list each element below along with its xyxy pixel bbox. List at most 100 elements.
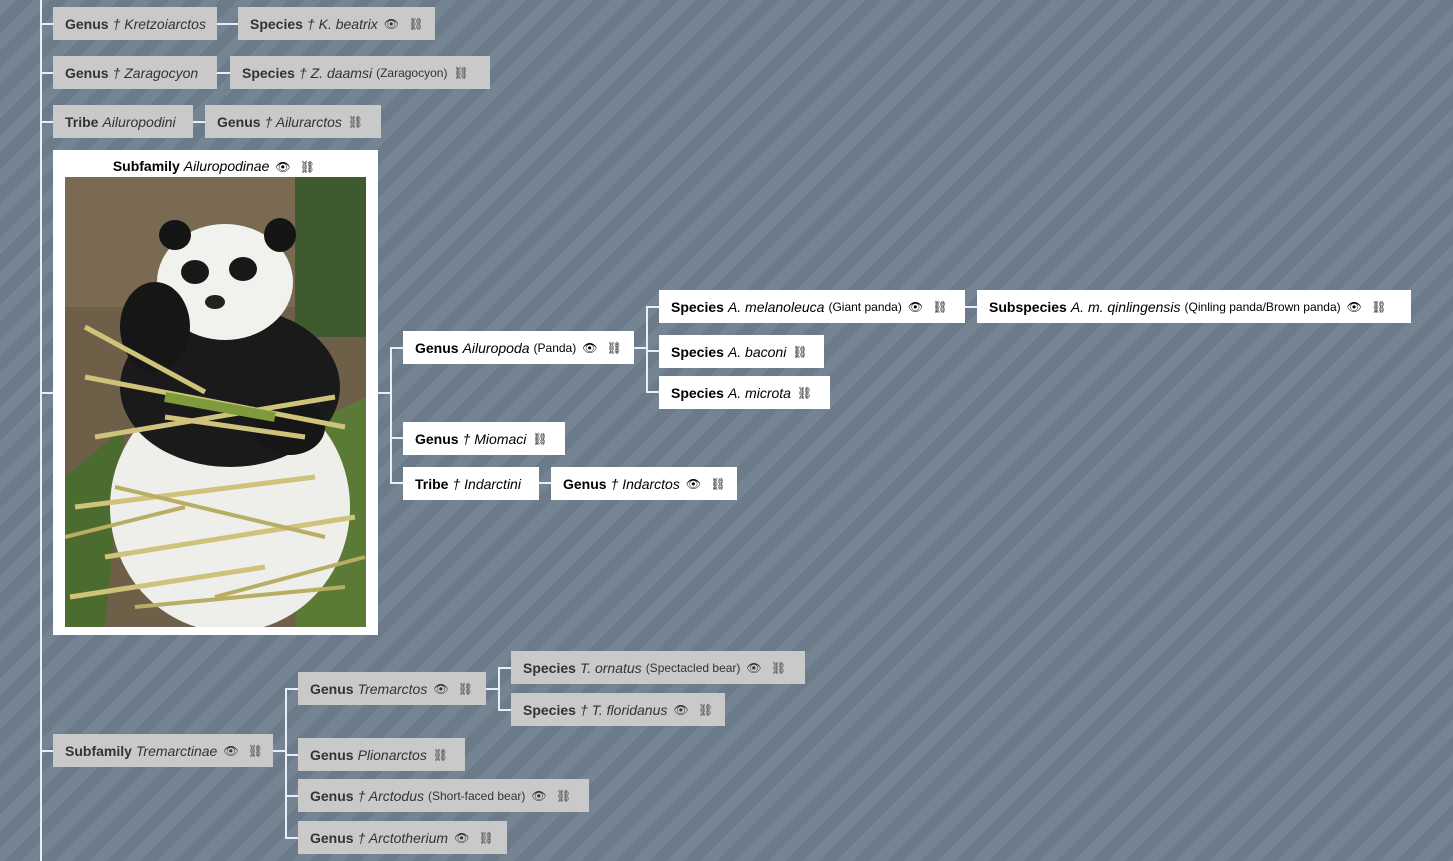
node-genus-plionarctos[interactable]: Genus Plionarctos ⛓ [298, 738, 465, 771]
view-link-icon[interactable]: 👁 ⛓ [1346, 299, 1390, 314]
branch-line [646, 306, 659, 308]
rank-label: Subspecies [989, 298, 1067, 315]
link-icon[interactable]: ⛓ [796, 385, 816, 400]
view-link-icon[interactable]: 👁 ⛓ [223, 743, 267, 758]
rank-label: Species [242, 64, 295, 81]
rank-label: Species [671, 384, 724, 401]
rank-label: Genus [310, 787, 354, 804]
view-link-icon[interactable]: 👁 ⛓ [454, 830, 497, 845]
giant-panda-photo [65, 177, 366, 627]
rank-label: Tribe [415, 475, 449, 492]
taxon-name: † Zaragocyon [112, 64, 199, 81]
taxon-name: † K. beatrix [306, 15, 378, 32]
link-icon[interactable]: ⛓ [792, 344, 811, 359]
node-subfamily-tremarctinae[interactable]: Subfamily Tremarctinae 👁 ⛓ [53, 734, 273, 767]
view-link-icon[interactable]: 👁 ⛓ [275, 160, 319, 174]
node-species-t-floridanus[interactable]: Species † T. floridanus 👁 ⛓ [511, 693, 725, 726]
taxon-name: A. melanoleuca [727, 298, 825, 315]
branch-line [539, 482, 551, 484]
branch-line [285, 837, 298, 839]
node-subspecies-a-m-qinlingensis[interactable]: Subspecies A. m. qinlingensis (Qinling p… [977, 290, 1411, 323]
rank-label: Genus [415, 339, 459, 356]
node-species-a-microta[interactable]: Species A. microta ⛓ [659, 376, 830, 409]
rank-label: Species [523, 659, 576, 676]
taxon-name: † Ailurarctos [264, 113, 342, 130]
link-icon[interactable]: ⛓ [432, 747, 452, 762]
common-name: (Spectacled bear) [645, 660, 741, 675]
node-species-a-melanoleuca[interactable]: Species A. melanoleuca (Giant panda) 👁 ⛓ [659, 290, 965, 323]
branch-line [378, 392, 390, 394]
node-genus-zaragocyon[interactable]: Genus † Zaragocyon [53, 56, 217, 89]
node-species-a-baconi[interactable]: Species A. baconi ⛓ [659, 335, 824, 368]
branch-line [390, 437, 403, 439]
branch-line [390, 482, 403, 484]
branch-line [217, 72, 230, 74]
taxon-name: † Indarctini [452, 475, 521, 492]
taxon-name: A. baconi [727, 343, 787, 360]
taxon-name: Plionarctos [357, 746, 427, 763]
node-genus-ailuropoda[interactable]: Genus Ailuropoda (Panda) 👁 ⛓ [403, 331, 634, 364]
link-icon[interactable]: ⛓ [347, 114, 367, 129]
branch-line [965, 306, 977, 308]
node-genus-miomaci[interactable]: Genus † Miomaci ⛓ [403, 422, 565, 455]
branch-line [646, 350, 659, 352]
node-tribe-ailuropodini[interactable]: Tribe Ailuropodini [53, 105, 193, 138]
node-genus-ailurarctos[interactable]: Genus † Ailurarctos ⛓ [205, 105, 381, 138]
node-species-z-daamsi[interactable]: Species † Z. daamsi (Zaragocyon) ⛓ [230, 56, 490, 89]
rank-label: Genus [310, 746, 354, 763]
branch-line [498, 667, 500, 710]
view-link-icon[interactable]: 👁 ⛓ [433, 681, 477, 696]
branch-line [40, 23, 53, 25]
branch-line [390, 347, 392, 484]
rank-label: Species [671, 298, 724, 315]
taxon-name: Ailuropodini [102, 113, 176, 130]
view-link-icon[interactable]: 👁 ⛓ [907, 299, 951, 314]
branch-line [634, 347, 646, 349]
view-link-icon[interactable]: 👁 ⛓ [531, 788, 575, 803]
rank-label: Genus [415, 430, 459, 447]
common-name: (Qinling panda/Brown panda) [1184, 299, 1341, 314]
branch-line [498, 667, 511, 669]
rank-label: Subfamily [65, 742, 132, 759]
common-name: (Zaragocyon) [376, 65, 448, 80]
node-genus-kretzoiarctos[interactable]: Genus † Kretzoiarctos [53, 7, 217, 40]
link-icon[interactable]: ⛓ [532, 431, 551, 446]
link-icon[interactable]: ⛓ [453, 65, 472, 80]
node-species-t-ornatus[interactable]: Species T. ornatus (Spectacled bear) 👁 ⛓ [511, 651, 805, 684]
rank-label: Genus [310, 680, 354, 697]
view-link-icon[interactable]: 👁 ⛓ [673, 702, 717, 717]
rank-label: Genus [310, 829, 354, 846]
rank-label: Genus [65, 15, 109, 32]
taxon-name: † Miomaci [462, 430, 527, 447]
branch-line [285, 795, 298, 797]
taxon-name: † Indarctos [610, 475, 680, 492]
node-genus-tremarctos[interactable]: Genus Tremarctos 👁 ⛓ [298, 672, 486, 705]
node-genus-indarctos[interactable]: Genus † Indarctos 👁 ⛓ [551, 467, 737, 500]
branch-line [217, 23, 238, 25]
rank-label: Species [671, 343, 724, 360]
node-species-k-beatrix[interactable]: Species † K. beatrix 👁 ⛓ [238, 7, 435, 40]
view-link-icon[interactable]: 👁 ⛓ [746, 660, 790, 675]
view-link-icon[interactable]: 👁 ⛓ [582, 340, 626, 355]
taxon-name: A. m. qinlingensis [1070, 298, 1181, 315]
taxon-name: Ailuropoda [462, 339, 530, 356]
view-link-icon[interactable]: 👁 ⛓ [383, 16, 427, 31]
taxon-name: Tremarctinae [135, 742, 218, 759]
branch-line [273, 750, 285, 752]
branch-line [486, 688, 498, 690]
node-tribe-indarctini[interactable]: Tribe † Indarctini [403, 467, 539, 500]
branch-line [285, 688, 287, 838]
view-link-icon[interactable]: 👁 ⛓ [685, 476, 729, 491]
branch-line [646, 391, 659, 393]
node-genus-arctodus[interactable]: Genus † Arctodus (Short-faced bear) 👁 ⛓ [298, 779, 589, 812]
node-genus-arctotherium[interactable]: Genus † Arctotherium 👁 ⛓ [298, 821, 507, 854]
branch-line [390, 347, 403, 349]
taxon-name: A. microta [727, 384, 791, 401]
branch-line [498, 709, 511, 711]
rank-label: Species [250, 15, 303, 32]
taxon-name: † Kretzoiarctos [112, 15, 206, 32]
branch-line [40, 750, 53, 752]
taxon-name: Tremarctos [357, 680, 428, 697]
